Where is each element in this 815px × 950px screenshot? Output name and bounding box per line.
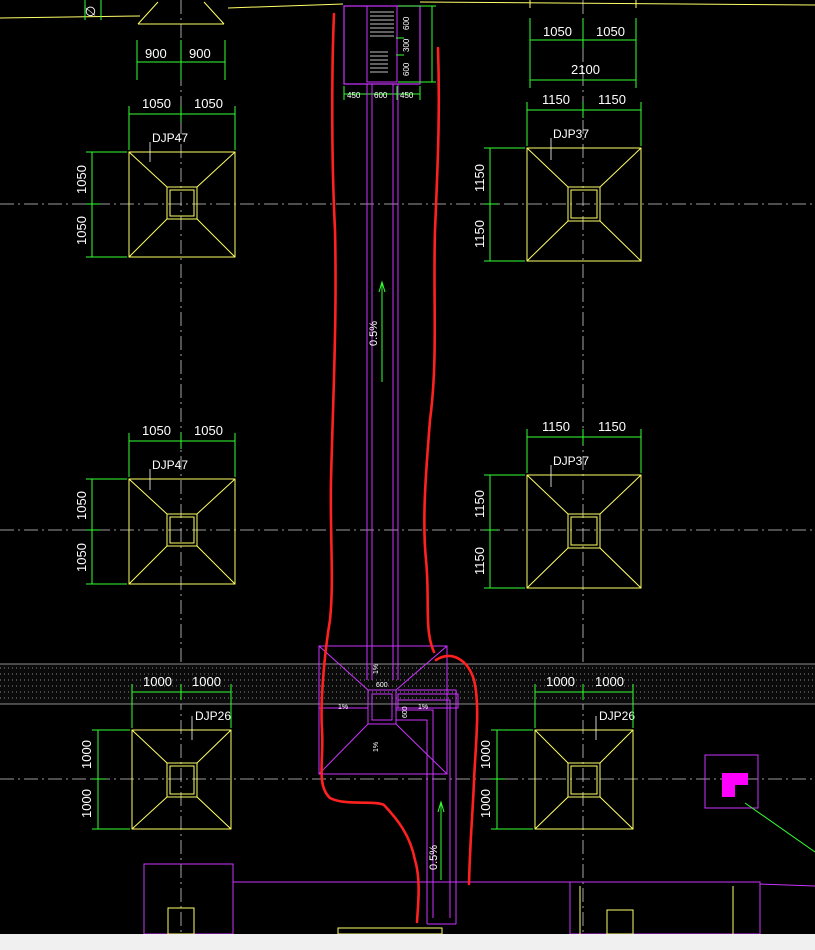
pit-note-1pct-right: 1% bbox=[418, 704, 428, 711]
footing-label: DJP26 bbox=[599, 709, 635, 723]
pit-note-600-a: 600 bbox=[376, 682, 388, 689]
catch-pit-notes: 1% 1% 1% 1% 600 600 bbox=[338, 664, 428, 752]
dim-1050-c: 1050 bbox=[74, 165, 89, 194]
footing-djp47-middle[interactable]: DJP47 bbox=[128, 458, 236, 585]
dims-djp26-left bbox=[92, 684, 232, 830]
hatched-band bbox=[0, 663, 815, 705]
top-pit[interactable]: 450 600 450 600 300 600 bbox=[343, 5, 436, 100]
dims-djp37-upper bbox=[484, 102, 642, 262]
dim-1150-b: 1150 bbox=[598, 92, 626, 107]
dim-1150-a: 1150 bbox=[542, 92, 570, 107]
slope-arrow-upper bbox=[378, 280, 386, 382]
dim-900-right: 900 bbox=[189, 46, 211, 61]
dim-1000-f: 1000 bbox=[595, 674, 624, 689]
dim-1150-d: 1150 bbox=[472, 220, 487, 248]
dim-1000-b: 1000 bbox=[192, 674, 221, 689]
dim-1000-h: 1000 bbox=[478, 789, 493, 818]
dim-1000-a: 1000 bbox=[143, 674, 172, 689]
dim-1050-g: 1050 bbox=[74, 491, 89, 520]
pit-dim-600: 600 bbox=[374, 91, 388, 100]
dims-djp26-right bbox=[491, 684, 634, 830]
footing-djp47-upper[interactable]: DJP47 bbox=[128, 131, 236, 258]
dim-2100: 2100 bbox=[571, 62, 600, 77]
dim-1000-e: 1000 bbox=[546, 674, 575, 689]
pit-dim-300: 300 bbox=[402, 38, 411, 52]
dim-1000-g: 1000 bbox=[478, 740, 493, 769]
dim-1150-c: 1150 bbox=[472, 164, 487, 192]
pit-note-1pct-bottom: 1% bbox=[373, 742, 380, 752]
dim-2100-group bbox=[529, 18, 637, 88]
dims-djp37-middle bbox=[484, 429, 642, 589]
dim-900-left: 900 bbox=[145, 46, 167, 61]
bottom-structures bbox=[143, 863, 815, 934]
footing-label: DJP37 bbox=[553, 127, 589, 141]
pit-dim-450-right: 450 bbox=[400, 91, 414, 100]
pit-note-1pct-top: 1% bbox=[373, 664, 380, 674]
footing-djp26-left[interactable]: DJP26 bbox=[131, 709, 232, 830]
drain-trench-upper[interactable] bbox=[366, 84, 399, 680]
stub-text: ∅ bbox=[83, 6, 98, 17]
dims-djp47-middle bbox=[86, 433, 236, 585]
dim-1150-e: 1150 bbox=[542, 419, 570, 434]
dim-1050-e: 1050 bbox=[142, 423, 171, 438]
catch-pit[interactable] bbox=[318, 645, 459, 775]
pit-dim-450-left: 450 bbox=[347, 91, 361, 100]
dim-1050-b: 1050 bbox=[194, 96, 223, 111]
status-bar bbox=[0, 934, 815, 950]
dim-1150-f: 1150 bbox=[598, 419, 626, 434]
slope-arrow-lower bbox=[437, 800, 445, 880]
red-markup-outline bbox=[320, 12, 479, 924]
dim-1050-tr-left: 1050 bbox=[543, 24, 572, 39]
top-fragments: ∅ bbox=[0, 0, 815, 25]
dim-1050-d: 1050 bbox=[74, 216, 89, 245]
dim-1000-d: 1000 bbox=[79, 789, 94, 818]
footing-djp37-upper[interactable]: DJP37 bbox=[526, 127, 642, 262]
dim-1000-c: 1000 bbox=[79, 740, 94, 769]
pit-note-1pct-left: 1% bbox=[338, 704, 348, 711]
footing-label: DJP26 bbox=[195, 709, 231, 723]
footing-djp37-middle[interactable]: DJP37 bbox=[526, 454, 642, 589]
dim-1050-a: 1050 bbox=[142, 96, 171, 111]
selection-marker[interactable] bbox=[704, 754, 815, 853]
footing-label: DJP47 bbox=[152, 458, 188, 472]
dim-1050-tr-right: 1050 bbox=[596, 24, 625, 39]
dim-900-pair bbox=[136, 40, 226, 80]
dims-djp47-upper bbox=[86, 106, 236, 258]
dim-1150-g: 1150 bbox=[472, 490, 487, 518]
dim-1050-h: 1050 bbox=[74, 543, 89, 572]
drain-trench-lower[interactable] bbox=[396, 689, 457, 925]
footing-djp26-right[interactable]: DJP26 bbox=[534, 709, 635, 830]
footing-label: DJP47 bbox=[152, 131, 188, 145]
pit-dim-600-top: 600 bbox=[402, 16, 411, 30]
dim-1050-f: 1050 bbox=[194, 423, 223, 438]
pit-dim-600-bottom: 600 bbox=[402, 62, 411, 76]
slope-label-upper: 0.5% bbox=[368, 321, 380, 346]
pit-note-600-b: 600 bbox=[402, 706, 409, 718]
slope-label-lower: 0.5% bbox=[428, 845, 440, 870]
footing-label: DJP37 bbox=[553, 454, 589, 468]
dim-1150-h: 1150 bbox=[472, 547, 487, 575]
